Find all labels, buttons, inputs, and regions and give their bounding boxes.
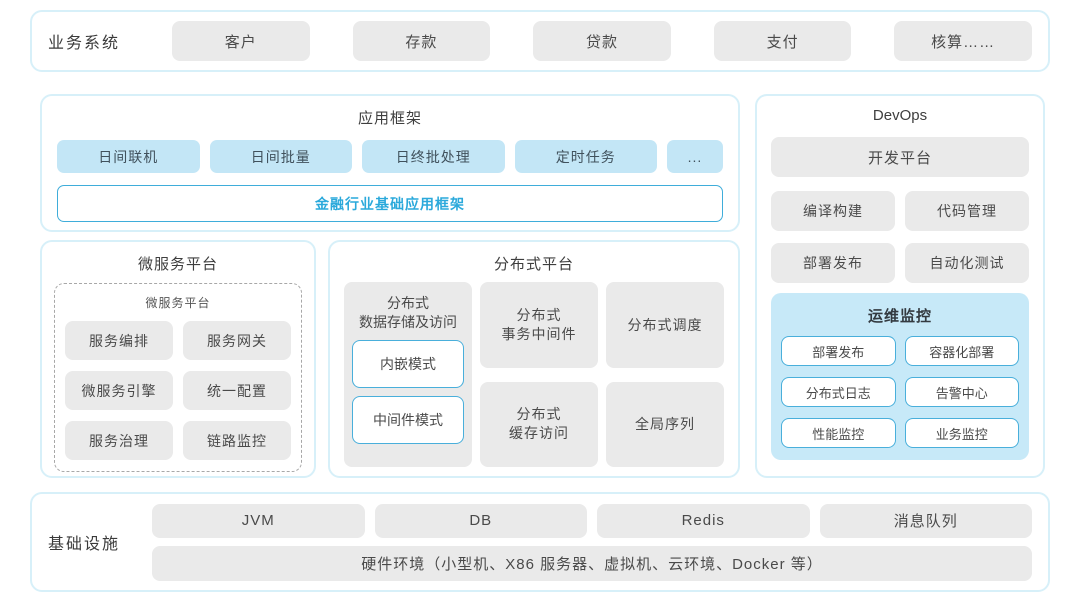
code-management: 代码管理	[905, 191, 1029, 231]
infrastructure-label: 基础设施	[48, 536, 121, 553]
app-framework-card: 应用框架 日间联机 日间批量 日终批处理 定时任务 ... 金融行业基础应用框架	[40, 94, 740, 232]
middleware-mode: 中间件模式	[352, 395, 464, 444]
microservices-inner-title: 微服务平台	[145, 296, 211, 310]
alert-center: 告警中心	[904, 377, 1019, 407]
microservices-inner-box: 微服务平台 服务编排 服务网关 微服务引擎 统一配置 服务治理 链路监控	[54, 283, 302, 472]
business-systems-row: 客户 存款 贷款 支付 核算……	[172, 21, 1032, 61]
framework-eod-batch: 日终批处理	[362, 140, 505, 173]
service-governance: 服务治理	[65, 421, 173, 460]
framework-scheduled-task: 定时任务	[514, 140, 657, 173]
distributed-logging: 分布式日志	[781, 377, 896, 407]
dev-platform: 开发平台	[771, 137, 1029, 177]
app-framework-row: 日间联机 日间批量 日终批处理 定时任务 ...	[57, 140, 723, 173]
framework-daytime-batch: 日间批量	[209, 140, 352, 173]
distributed-storage-label: 分布式 数据存储及访问	[359, 295, 457, 330]
ops-monitoring-title: 运维监控	[867, 308, 932, 325]
business-systems-label: 业务系统	[48, 35, 121, 52]
infra-db: DB	[374, 503, 588, 538]
distributed-scheduling: 分布式调度	[606, 282, 724, 368]
distributed-body: 分布式 数据存储及访问 内嵌模式 中间件模式 分布式 事务中间件 分布式 缓存访…	[344, 282, 724, 467]
business-system-customer: 客户	[172, 21, 310, 61]
framework-more-ellipsis: ...	[667, 140, 723, 173]
business-system-deposit: 存款	[352, 21, 491, 61]
ops-monitoring-panel: 运维监控 部署发布 容器化部署 分布式日志 告警中心 性能监控 业务监控	[771, 293, 1029, 460]
business-systems-card: 业务系统 客户 存款 贷款 支付 核算……	[30, 10, 1050, 72]
unified-config: 统一配置	[183, 371, 291, 410]
distributed-title: 分布式平台	[493, 256, 574, 273]
microservices-grid: 服务编排 服务网关 微服务引擎 统一配置 服务治理 链路监控	[65, 321, 291, 460]
hardware-environment: 硬件环境（小型机、X86 服务器、虚拟机、云环境、Docker 等）	[152, 545, 1032, 581]
deploy-release: 部署发布	[771, 243, 895, 283]
distributed-transaction-middleware: 分布式 事务中间件	[480, 282, 598, 368]
microservices-card: 微服务平台 微服务平台 服务编排 服务网关 微服务引擎 统一配置 服务治理 链路…	[40, 240, 316, 478]
infra-redis: Redis	[597, 503, 810, 538]
service-gateway: 服务网关	[183, 321, 291, 360]
microservice-engine: 微服务引擎	[65, 371, 173, 410]
performance-monitoring: 性能监控	[781, 418, 896, 448]
distributed-col-middle: 分布式 事务中间件 分布式 缓存访问	[480, 282, 598, 467]
embedded-mode: 内嵌模式	[352, 339, 464, 388]
distributed-card: 分布式平台 分布式 数据存储及访问 内嵌模式 中间件模式 分布式 事务中间件 分…	[328, 240, 740, 478]
business-system-loan: 贷款	[533, 21, 671, 61]
ops-monitoring-grid: 部署发布 容器化部署 分布式日志 告警中心 性能监控 业务监控	[781, 336, 1019, 448]
framework-base-bar: 金融行业基础应用框架	[57, 185, 723, 222]
service-orchestration: 服务编排	[65, 321, 173, 360]
infra-jvm: JVM	[152, 503, 365, 538]
devops-grid: 编译构建 代码管理 部署发布 自动化测试	[771, 191, 1029, 283]
compile-build: 编译构建	[771, 191, 895, 231]
monitor-deploy-release: 部署发布	[781, 336, 896, 366]
distributed-col-right: 分布式调度 全局序列	[606, 282, 724, 467]
business-monitoring: 业务监控	[904, 418, 1019, 448]
global-sequence: 全局序列	[606, 381, 724, 467]
infra-message-queue: 消息队列	[819, 503, 1033, 538]
devops-title: DevOps	[872, 107, 928, 124]
infrastructure-card: 基础设施 JVM DB Redis 消息队列 硬件环境（小型机、X86 服务器、…	[30, 492, 1050, 592]
microservices-title: 微服务平台	[137, 256, 218, 273]
automated-testing: 自动化测试	[905, 243, 1029, 283]
distributed-storage-box: 分布式 数据存储及访问 内嵌模式 中间件模式	[344, 282, 472, 467]
framework-daytime-online: 日间联机	[57, 140, 200, 173]
distributed-cache-access: 分布式 缓存访问	[480, 381, 598, 467]
app-framework-title: 应用框架	[357, 110, 422, 127]
infrastructure-body: JVM DB Redis 消息队列 硬件环境（小型机、X86 服务器、虚拟机、云…	[152, 503, 1033, 581]
business-system-accounting: 核算……	[894, 21, 1032, 61]
infrastructure-row: JVM DB Redis 消息队列	[152, 503, 1033, 538]
business-system-payment: 支付	[713, 21, 852, 61]
container-deployment: 容器化部署	[904, 336, 1019, 366]
trace-monitoring: 链路监控	[183, 421, 291, 460]
devops-card: DevOps 开发平台 编译构建 代码管理 部署发布 自动化测试 运维监控 部署…	[755, 94, 1045, 478]
